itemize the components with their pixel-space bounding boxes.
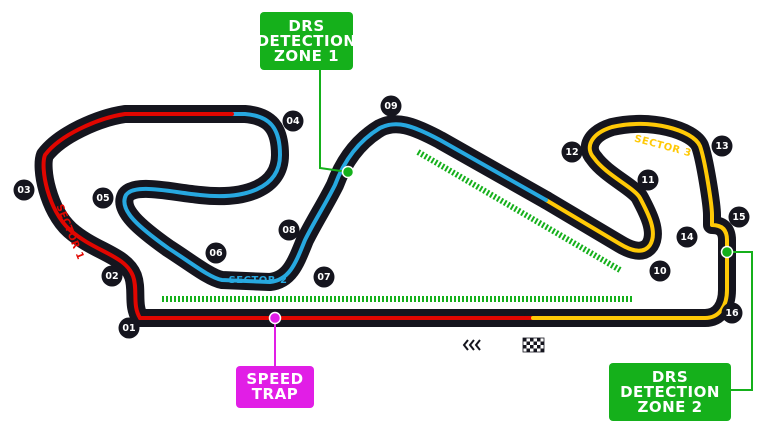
turn-15-marker: 15 [728, 206, 750, 228]
sector-stripe [531, 121, 729, 320]
turn-07-marker: 07 [313, 266, 335, 288]
turn-13-marker: 13 [711, 135, 733, 157]
turn-06-marker: 06 [205, 242, 227, 264]
turn-12-marker: 12 [561, 141, 583, 163]
turn-11-marker: 11 [637, 169, 659, 191]
turn-label: 09 [384, 101, 397, 112]
turn-label: 07 [317, 272, 330, 283]
drs-zone-1-line-3: ZONE 1 [273, 46, 340, 65]
drs-zone-2-marker [720, 245, 734, 259]
drs-zone-2-leader [727, 251, 753, 391]
drs-zone-1-line-1: DRS [288, 16, 325, 35]
speed-trap-line-1: SPEED [246, 370, 304, 388]
turn-label: 06 [209, 248, 223, 259]
turn-10-marker: 10 [649, 260, 671, 282]
track-outline [34, 105, 736, 327]
turn-label: 10 [653, 266, 667, 277]
drs-zone-2-line-2: DETECTION [620, 382, 720, 401]
turn-label: 11 [641, 175, 654, 186]
drs-zone-1-leader [319, 70, 349, 173]
turn-label: 03 [17, 185, 30, 196]
turn-label: 04 [286, 116, 300, 127]
checkered-flag-icon [522, 337, 545, 353]
drs-zone-2-line-3: ZONE 2 [637, 397, 703, 416]
turn-label: 13 [715, 141, 728, 152]
turn-label: 05 [96, 193, 109, 204]
turn-14-marker: 14 [676, 226, 698, 248]
speed-trap-marker [268, 311, 282, 325]
sector-stripe [41, 112, 234, 320]
turn-08-marker: 08 [278, 219, 300, 241]
drs-zone-back-straight [416, 149, 622, 273]
turn-label: 12 [565, 147, 578, 158]
turn-02-marker: 02 [101, 265, 123, 287]
turn-01-marker: 01 [118, 317, 140, 339]
drs-zone-2-line-1: DRS [651, 367, 689, 386]
turn-04-marker: 04 [282, 110, 304, 132]
chevrons-left-icon [462, 339, 481, 351]
turn-03-marker: 03 [13, 179, 35, 201]
speed-trap-label: SPEED TRAP [236, 366, 314, 408]
drs-zone-1-line-2: DETECTION [256, 31, 357, 50]
turn-label: 14 [680, 232, 694, 243]
turn-label: 16 [725, 308, 739, 319]
turn-05-marker: 05 [92, 187, 114, 209]
drs-detection-zone-2-label: DRS DETECTION ZONE 2 [609, 363, 731, 421]
turn-label: 15 [732, 212, 745, 223]
turn-label: 01 [122, 323, 135, 334]
turn-16-marker: 16 [721, 302, 743, 324]
turn-label: 02 [105, 271, 118, 282]
turn-label: 08 [282, 225, 296, 236]
speed-trap-line-2: TRAP [251, 385, 299, 403]
drs-zone-1-marker [341, 165, 355, 179]
sector-stripe [122, 112, 548, 284]
drs-detection-zone-1-label: DRS DETECTION ZONE 1 [257, 12, 356, 70]
sector-label-2: SECTOR 2 [229, 275, 288, 286]
turn-09-marker: 09 [380, 95, 402, 117]
